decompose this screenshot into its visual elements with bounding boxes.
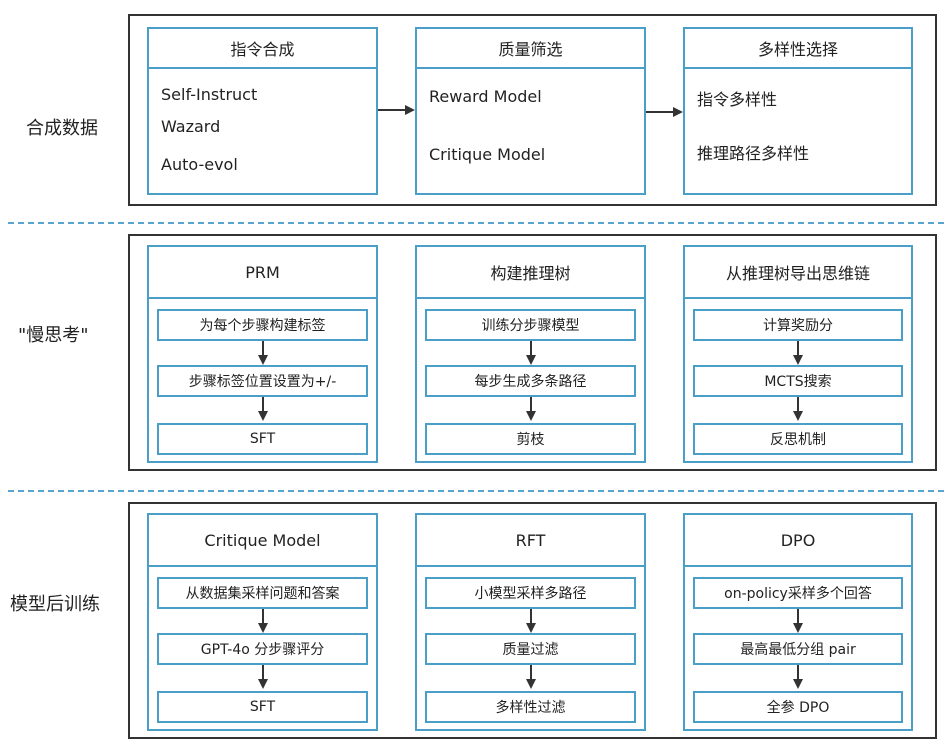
box-diversity-selection: 多样性选择 指令多样性 推理路径多样性 [683,27,913,195]
flow-step: 训练分步骤模型 [425,309,636,341]
box-instruction-synthesis: 指令合成 Self-Instruct Wazard Auto-evol [147,27,378,195]
flow-step: on-policy采样多个回答 [693,577,903,609]
box-critique-model: Critique Model 从数据集采样问题和答案 GPT-4o 分步骤评分 … [147,513,378,731]
list-item: 推理路径多样性 [697,144,810,163]
box-title: 从推理树导出思维链 [685,247,911,299]
flow-step: 多样性过滤 [425,691,636,723]
section-divider [8,490,944,492]
list-item: Wazard [161,117,221,136]
flow-step: 为每个步骤构建标签 [157,309,368,341]
flow-step: SFT [157,423,368,455]
flow-step: 最高最低分组 pair [693,633,903,665]
list-item: Self-Instruct [161,85,258,104]
flow-step: SFT [157,691,368,723]
flow-step: MCTS搜索 [693,365,903,397]
arrow-down-icon [525,341,536,365]
flow-step: 剪枝 [425,423,636,455]
arrow-down-icon [793,665,803,689]
box-title: 构建推理树 [417,247,644,299]
box-rft: RFT 小模型采样多路径 质量过滤 多样性过滤 [415,513,646,731]
box-dpo: DPO on-policy采样多个回答 最高最低分组 pair 全参 DPO [683,513,913,731]
box-title: DPO [685,515,911,567]
flow-step: 反思机制 [693,423,903,455]
section-divider [8,222,944,224]
box-title: 质量筛选 [417,29,644,69]
arrow-down-icon [257,341,268,365]
flow-step: 计算奖励分 [693,309,903,341]
list-item: Critique Model [429,145,546,164]
flow-step: 每步生成多条路径 [425,365,636,397]
flow-step: 从数据集采样问题和答案 [157,577,368,609]
flow-step: GPT-4o 分步骤评分 [157,633,368,665]
box-title: 指令合成 [149,29,376,69]
list-item: Auto-evol [161,155,238,174]
arrow-down-icon [257,665,268,689]
box-title: Critique Model [149,515,376,567]
arrow-right-icon [378,105,415,115]
arrow-down-icon [525,665,536,689]
arrow-right-icon [646,107,683,117]
section-label-post-training: 模型后训练 [10,594,100,615]
box-title: 多样性选择 [685,29,911,69]
flow-step: 小模型采样多路径 [425,577,636,609]
box-prm: PRM 为每个步骤构建标签 步骤标签位置设置为+/- SFT [147,245,378,463]
arrow-down-icon [793,397,803,421]
flow-step: 步骤标签位置设置为+/- [157,365,368,397]
box-title: PRM [149,247,376,299]
box-export-chain-of-thought: 从推理树导出思维链 计算奖励分 MCTS搜索 反思机制 [683,245,913,463]
flow-step: 全参 DPO [693,691,903,723]
box-build-reasoning-tree: 构建推理树 训练分步骤模型 每步生成多条路径 剪枝 [415,245,646,463]
box-title: RFT [417,515,644,567]
section-label-slow-thinking: "慢思考" [18,325,89,346]
section-label-synthetic-data: 合成数据 [26,118,98,139]
arrow-down-icon [793,341,803,365]
arrow-down-icon [525,397,536,421]
list-item: Reward Model [429,87,542,106]
flow-step: 质量过滤 [425,633,636,665]
arrow-down-icon [793,609,803,633]
arrow-down-icon [525,609,536,633]
list-item: 指令多样性 [697,90,778,109]
arrow-down-icon [257,609,268,633]
arrow-down-icon [257,397,268,421]
box-quality-filter: 质量筛选 Reward Model Critique Model [415,27,646,195]
